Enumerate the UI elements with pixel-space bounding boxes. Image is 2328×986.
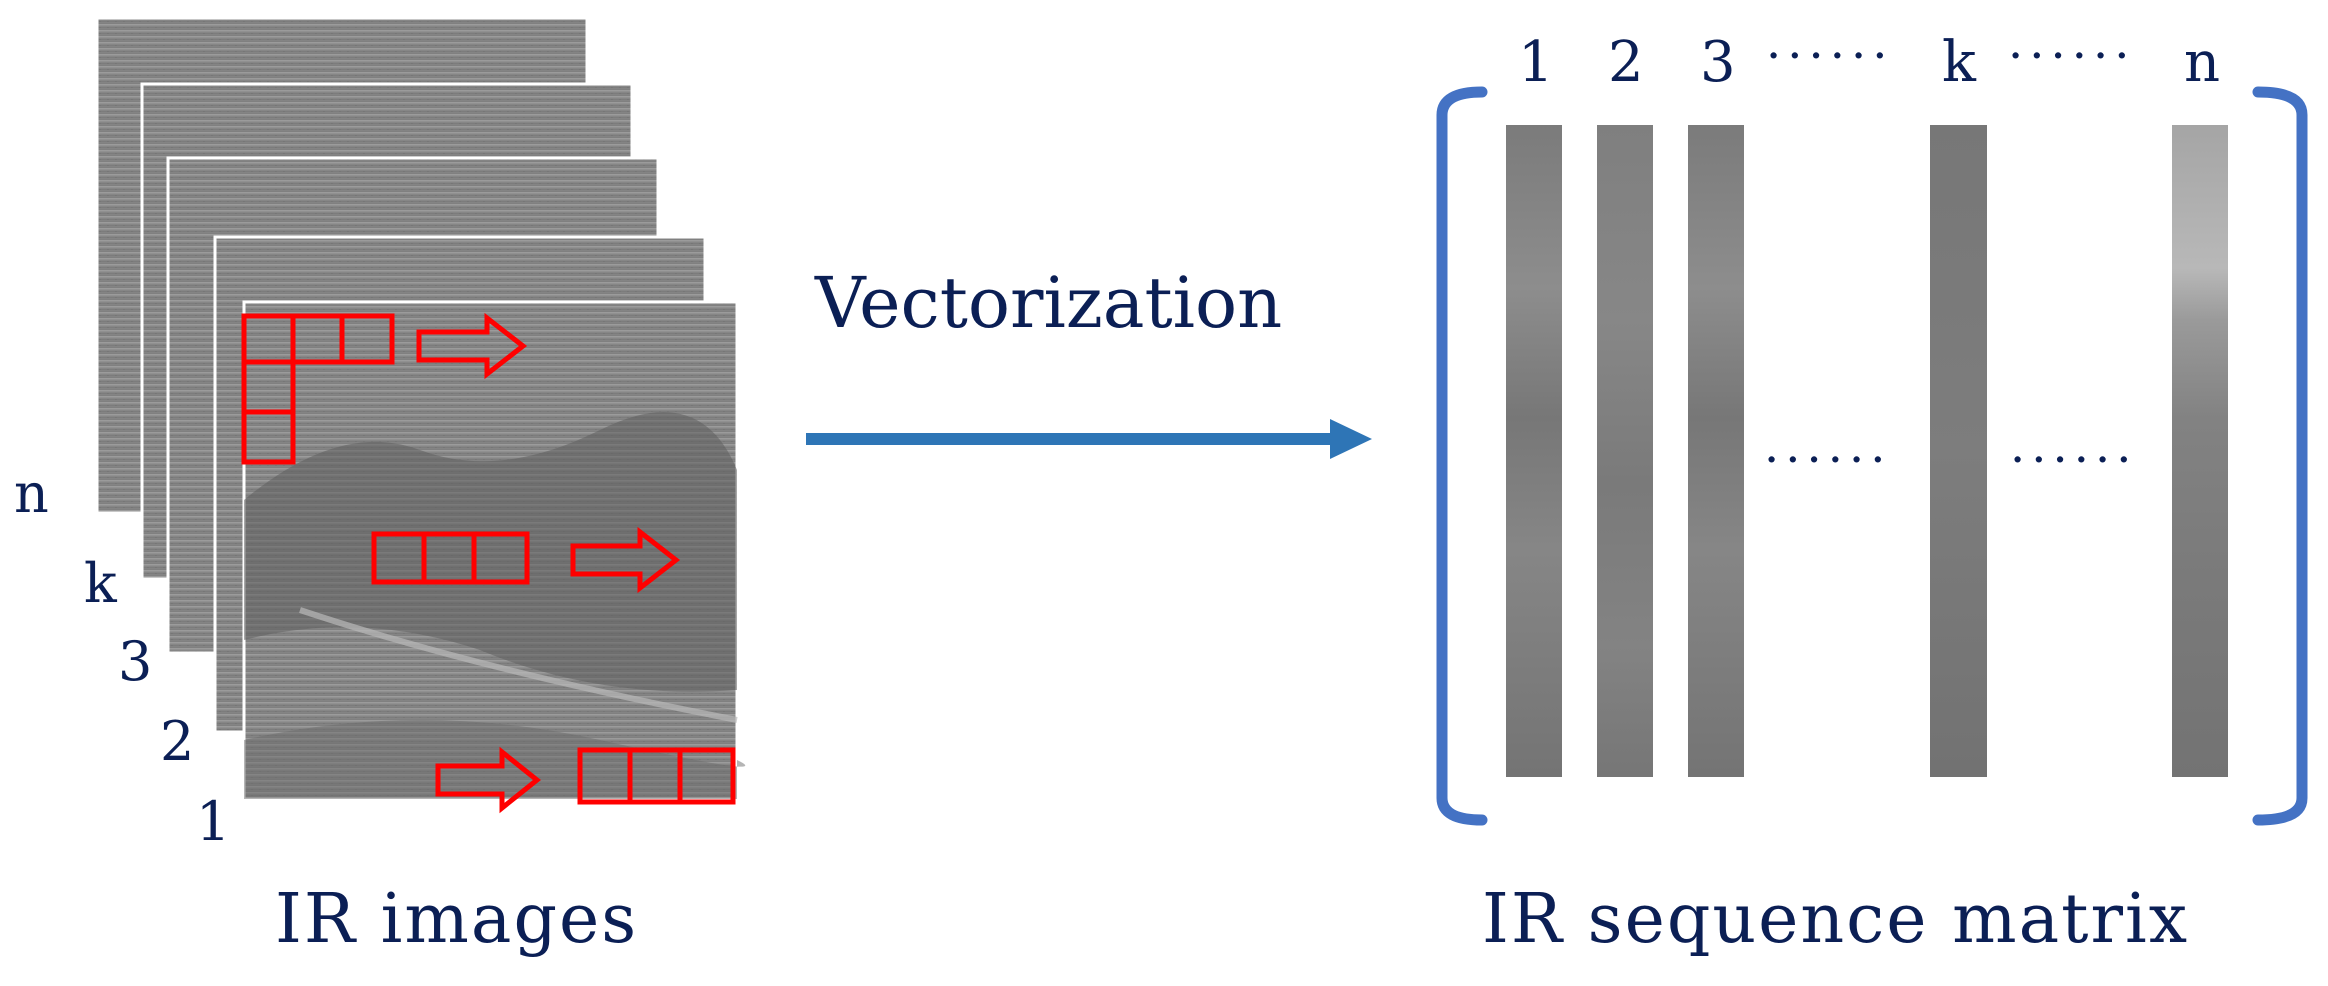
vectorization-label: Vectorization — [815, 262, 1283, 344]
scan-arrow-top — [416, 312, 528, 380]
scan-arrow-middle — [570, 526, 681, 594]
body-ellipsis-1: ······ — [1764, 432, 1892, 488]
matrix-column-k — [1930, 125, 1987, 777]
vectorization-arrow — [806, 419, 1372, 459]
column-label-2: 2 — [1608, 30, 1644, 95]
frame-label-1: 1 — [196, 790, 231, 853]
header-ellipsis-1: ······ — [1766, 28, 1894, 84]
frame-label-2: 2 — [160, 710, 195, 773]
sliding-window-boxes — [241, 313, 736, 805]
ir-sequence-matrix-caption: IR sequence matrix — [1482, 880, 2190, 959]
scan-arrow-bottom — [435, 746, 542, 814]
matrix-column-1 — [1506, 125, 1562, 777]
scan-direction-arrows — [416, 312, 681, 814]
ir-frame-stack — [95, 16, 746, 801]
matrix-column-2 — [1597, 125, 1653, 777]
column-label-k: k — [1942, 30, 1976, 95]
ir-images-caption: IR images — [275, 880, 639, 959]
header-ellipsis-2: ······ — [2008, 28, 2136, 84]
matrix-brackets — [1436, 86, 2308, 826]
left-bracket — [1436, 86, 1488, 826]
frame-label-n: n — [14, 462, 49, 525]
frame-label-3: 3 — [118, 630, 153, 693]
matrix-column-n — [2172, 125, 2228, 777]
window-row-middle — [371, 531, 530, 585]
column-label-3: 3 — [1700, 30, 1736, 95]
window-row-bottom — [577, 747, 736, 805]
body-ellipsis-2: ······ — [2010, 432, 2138, 488]
frame-label-k: k — [84, 552, 117, 615]
ir-frame-1 — [242, 300, 746, 801]
matrix-column-3 — [1688, 125, 1744, 777]
column-label-1: 1 — [1518, 30, 1554, 95]
window-column-left — [241, 359, 296, 465]
column-label-n: n — [2184, 30, 2221, 95]
right-bracket — [2252, 86, 2308, 826]
matrix-columns — [1506, 125, 2228, 777]
